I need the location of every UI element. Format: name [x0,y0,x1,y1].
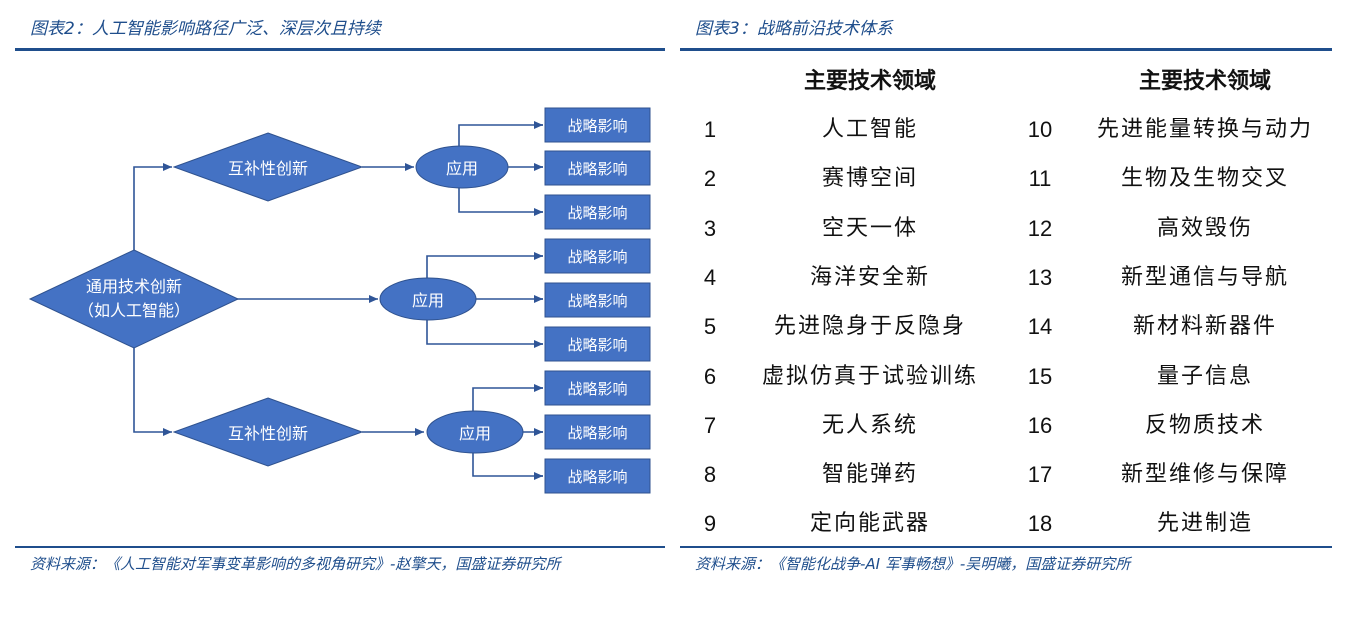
box-3-label: 战略影响 [567,203,628,222]
row-number-left: 3 [703,215,717,241]
technology-right: 新型通信与导航 [1120,264,1289,290]
lower-ellipse [426,410,524,454]
technology-left: 智能弹药 [821,462,918,488]
connector-root-to-lower [133,348,172,436]
lower-diamond-label: 互补性创新 [227,424,308,443]
box-1 [544,107,651,143]
technology-left: 人工智能 [821,117,918,142]
root-label: 通用技术创新 （如人工智能） [77,277,190,320]
connector-middle-fan [426,255,543,345]
right-top-rule [680,48,1332,51]
lower-diamond [172,397,364,467]
upper-ellipse [415,145,509,189]
upper-ellipse-label: 应用 [445,159,478,178]
technology-left: 无人系统 [821,412,918,438]
lower-ellipse-label: 应用 [458,424,491,443]
box-7 [544,370,651,406]
box-6 [544,326,651,362]
technology-right: 反物质技术 [1144,412,1265,438]
left-top-rule [15,48,665,51]
box-1-label: 战略影响 [567,116,628,135]
row-number-right: 14 [1027,314,1053,340]
row-number-right: 13 [1027,264,1053,290]
row-number-left: 6 [703,363,717,389]
box-6-label: 战略影响 [567,335,628,354]
figure-3-source: 资料来源：《智能化战争-AI 军事畅想》-吴明曦，国盛证券研究所 [695,555,1131,573]
row-number-left: 9 [703,511,717,537]
box-4-label: 战略影响 [567,247,628,266]
middle-ellipse-label: 应用 [411,291,444,310]
right-bottom-rule [680,546,1332,548]
connector-root-to-upper [133,163,172,250]
technology-right: 先进能量转换与动力 [1096,117,1313,142]
table-row: 5 先进隐身于反隐身 14 新材料新器件 [680,302,1340,351]
technology-left: 海洋安全新 [809,264,930,290]
row-number-right: 18 [1027,511,1053,537]
middle-ellipse [379,277,477,321]
technology-right: 量子信息 [1156,363,1253,389]
table-row: 4 海洋安全新 13 新型通信与导航 [680,253,1340,302]
row-number-right: 12 [1027,215,1053,241]
figure-3-title: 图表3：战略前沿技术体系 [695,19,893,39]
row-number-right: 17 [1027,462,1053,488]
box-7-label: 战略影响 [567,379,628,398]
box-9-label: 战略影响 [567,467,628,486]
technology-left: 先进隐身于反隐身 [773,314,966,340]
table-row: 6 虚拟仿真于试验训练 15 量子信息 [680,352,1340,401]
row-number-left: 7 [703,412,717,438]
technology-left: 定向能武器 [809,511,930,537]
ai-impact-flowchart: 通用技术创新 （如人工智能） 互补性创新 互补性创新 应用 应用 应用 战略影响… [28,107,651,494]
box-4 [544,238,651,274]
row-number-left: 8 [703,462,717,488]
figure-2-source: 资料来源：《人工智能对军事变革影响的多视角研究》-赵擎天，国盛证券研究所 [30,555,561,573]
table-row: 1 人工智能 10 先进能量转换与动力 [680,105,1340,154]
box-5-label: 战略影响 [567,291,628,310]
flowchart-canvas [28,107,651,494]
row-number-right: 15 [1027,363,1053,389]
table-row: 8 智能弹药 17 新型维修与保障 [680,450,1340,499]
table-header-right: 主要技术领域 [1138,68,1271,94]
table-row: 3 空天一体 12 高效毁伤 [680,204,1340,253]
technology-left: 虚拟仿真于试验训练 [761,363,978,389]
root-diamond [28,249,240,349]
technology-left: 空天一体 [821,215,918,241]
left-bottom-rule [15,546,665,548]
box-5 [544,282,651,318]
technology-right: 先进制造 [1156,511,1253,537]
row-number-right: 10 [1027,117,1053,142]
technology-left: 赛博空间 [821,166,918,192]
figure-2-title: 图表2：人工智能影响路径广泛、深层次且持续 [30,19,381,39]
box-8-label: 战略影响 [567,423,628,442]
row-number-right: 11 [1028,166,1052,192]
box-2 [544,150,651,186]
row-number-left: 4 [703,264,717,290]
upper-diamond [172,132,364,202]
box-2-label: 战略影响 [567,159,628,178]
upper-diamond-label: 互补性创新 [227,159,308,178]
table-row: 9 定向能武器 18 先进制造 [680,499,1340,548]
technology-right: 高效毁伤 [1156,215,1253,241]
technology-right: 生物及生物交叉 [1120,166,1289,192]
table-header-left: 主要技术领域 [803,68,936,94]
technology-right: 新型维修与保障 [1120,462,1289,488]
box-8 [544,414,651,450]
row-number-left: 1 [703,117,717,142]
row-number-right: 16 [1027,412,1053,438]
row-number-left: 5 [703,314,717,340]
box-3 [544,194,651,230]
table-row: 7 无人系统 16 反物质技术 [680,401,1340,450]
row-number-left: 2 [703,166,717,192]
technology-right: 新材料新器件 [1132,314,1277,340]
box-9 [544,458,651,494]
table-row: 2 赛博空间 11 生物及生物交叉 [680,154,1340,203]
